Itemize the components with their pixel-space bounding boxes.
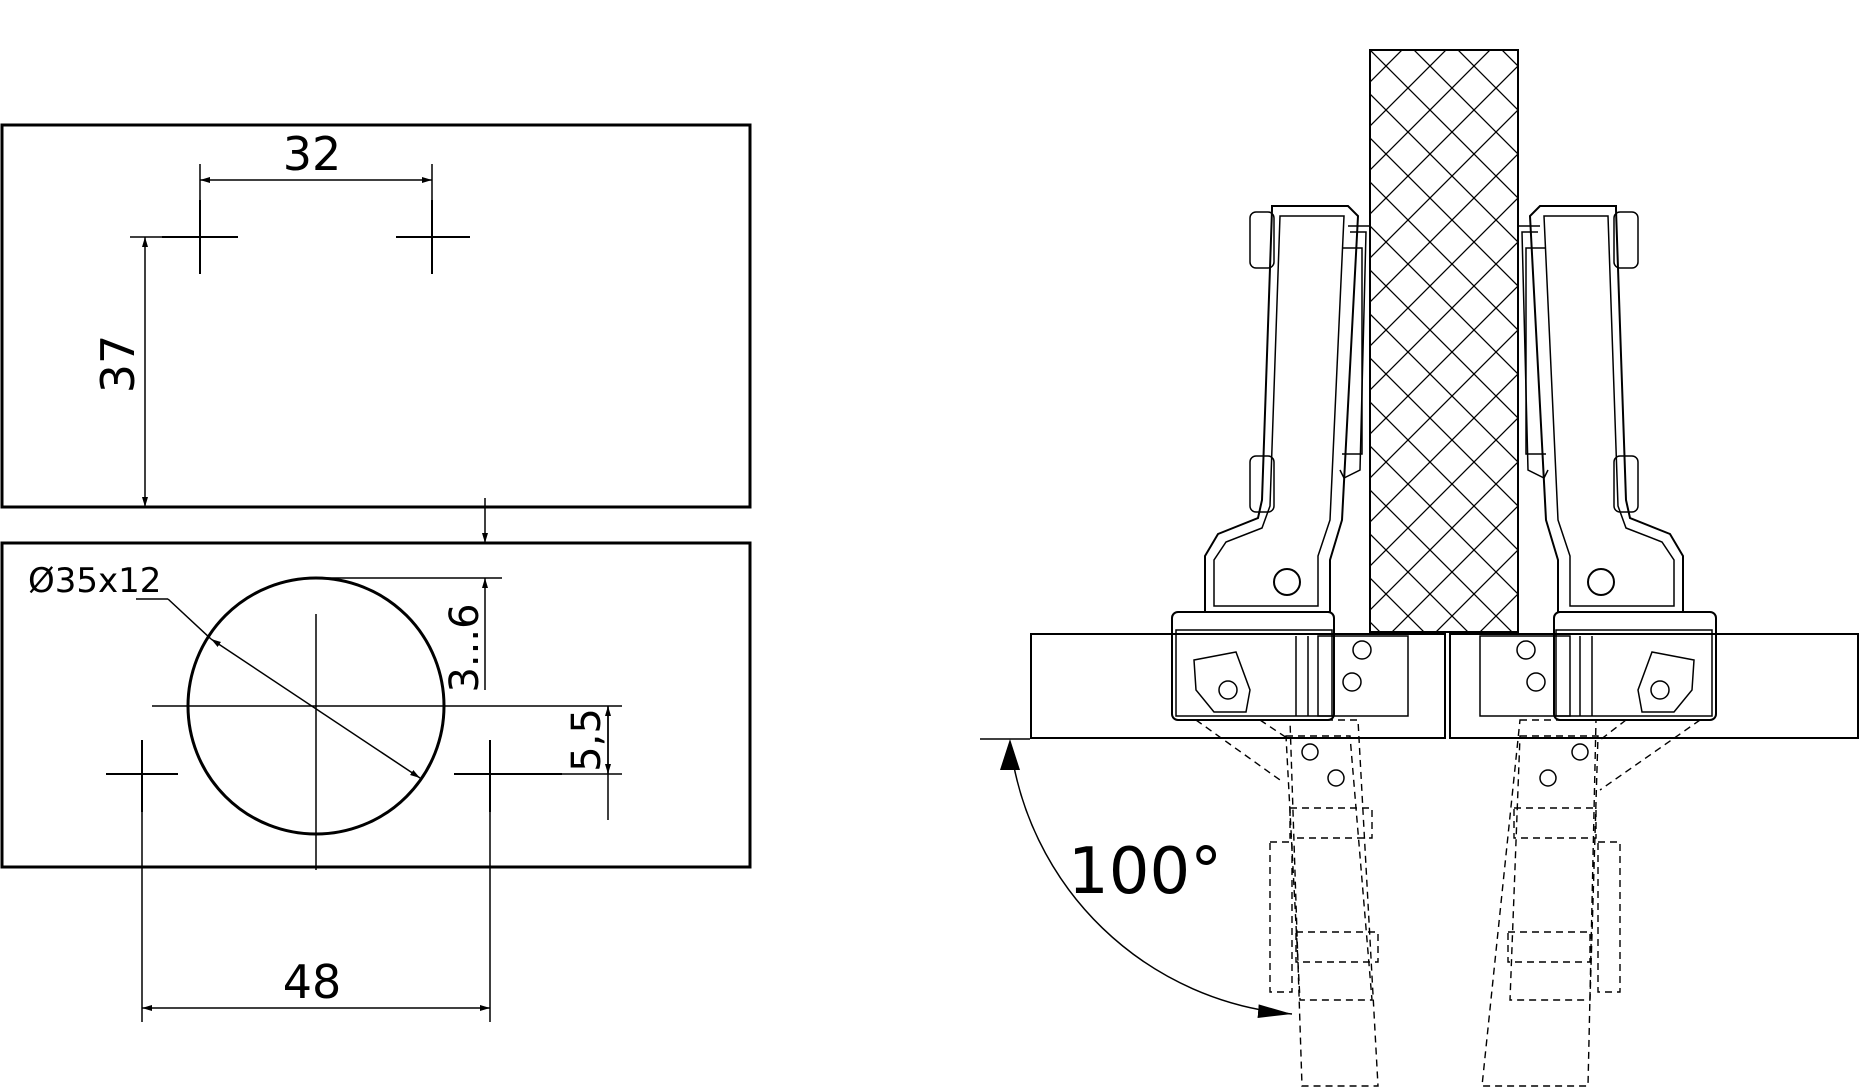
mounting-hole-cross-right xyxy=(396,200,470,274)
left-door-panel xyxy=(1030,633,1446,739)
door-hole-cross-right xyxy=(454,740,562,812)
dim-text-cup-offset: 5,5 xyxy=(564,708,610,772)
right-hinge-cup xyxy=(1479,611,1717,721)
mounting-panel-outline xyxy=(0,123,752,509)
door-panel-outline xyxy=(0,541,752,869)
dimension-48: 48 xyxy=(141,812,491,1022)
door-hole-cross-left xyxy=(106,740,178,812)
dimension-cup-offset: 5,5 xyxy=(480,705,622,820)
right-door-panel xyxy=(1449,633,1859,739)
dimension-37: 37 xyxy=(91,236,200,507)
hinge-section-view: 100° xyxy=(980,49,1859,1087)
dim-text-edge-distance: 3...6 xyxy=(442,603,488,692)
left-door-open-position xyxy=(1195,719,1379,1087)
right-door-open-position xyxy=(1481,719,1701,1087)
dimension-edge-distance: 3...6 xyxy=(316,498,502,693)
dimension-32: 32 xyxy=(199,127,433,200)
right-hinge-arm xyxy=(1518,205,1684,613)
dimension-cup-diameter: Ø35x12 xyxy=(28,561,421,779)
left-hinge-arm xyxy=(1204,205,1370,613)
drilling-plan-view: 32 37 Ø35x12 xyxy=(0,123,752,1022)
left-hinge-cup xyxy=(1171,611,1409,721)
dim-text-32: 32 xyxy=(283,127,342,181)
cabinet-wall-section xyxy=(1369,49,1519,633)
opening-angle-dimension: 100° xyxy=(980,738,1293,1018)
dim-text-37: 37 xyxy=(91,335,145,394)
dim-text-cup: Ø35x12 xyxy=(28,561,161,601)
dim-text-48: 48 xyxy=(283,955,342,1009)
angle-text: 100° xyxy=(1068,835,1222,909)
